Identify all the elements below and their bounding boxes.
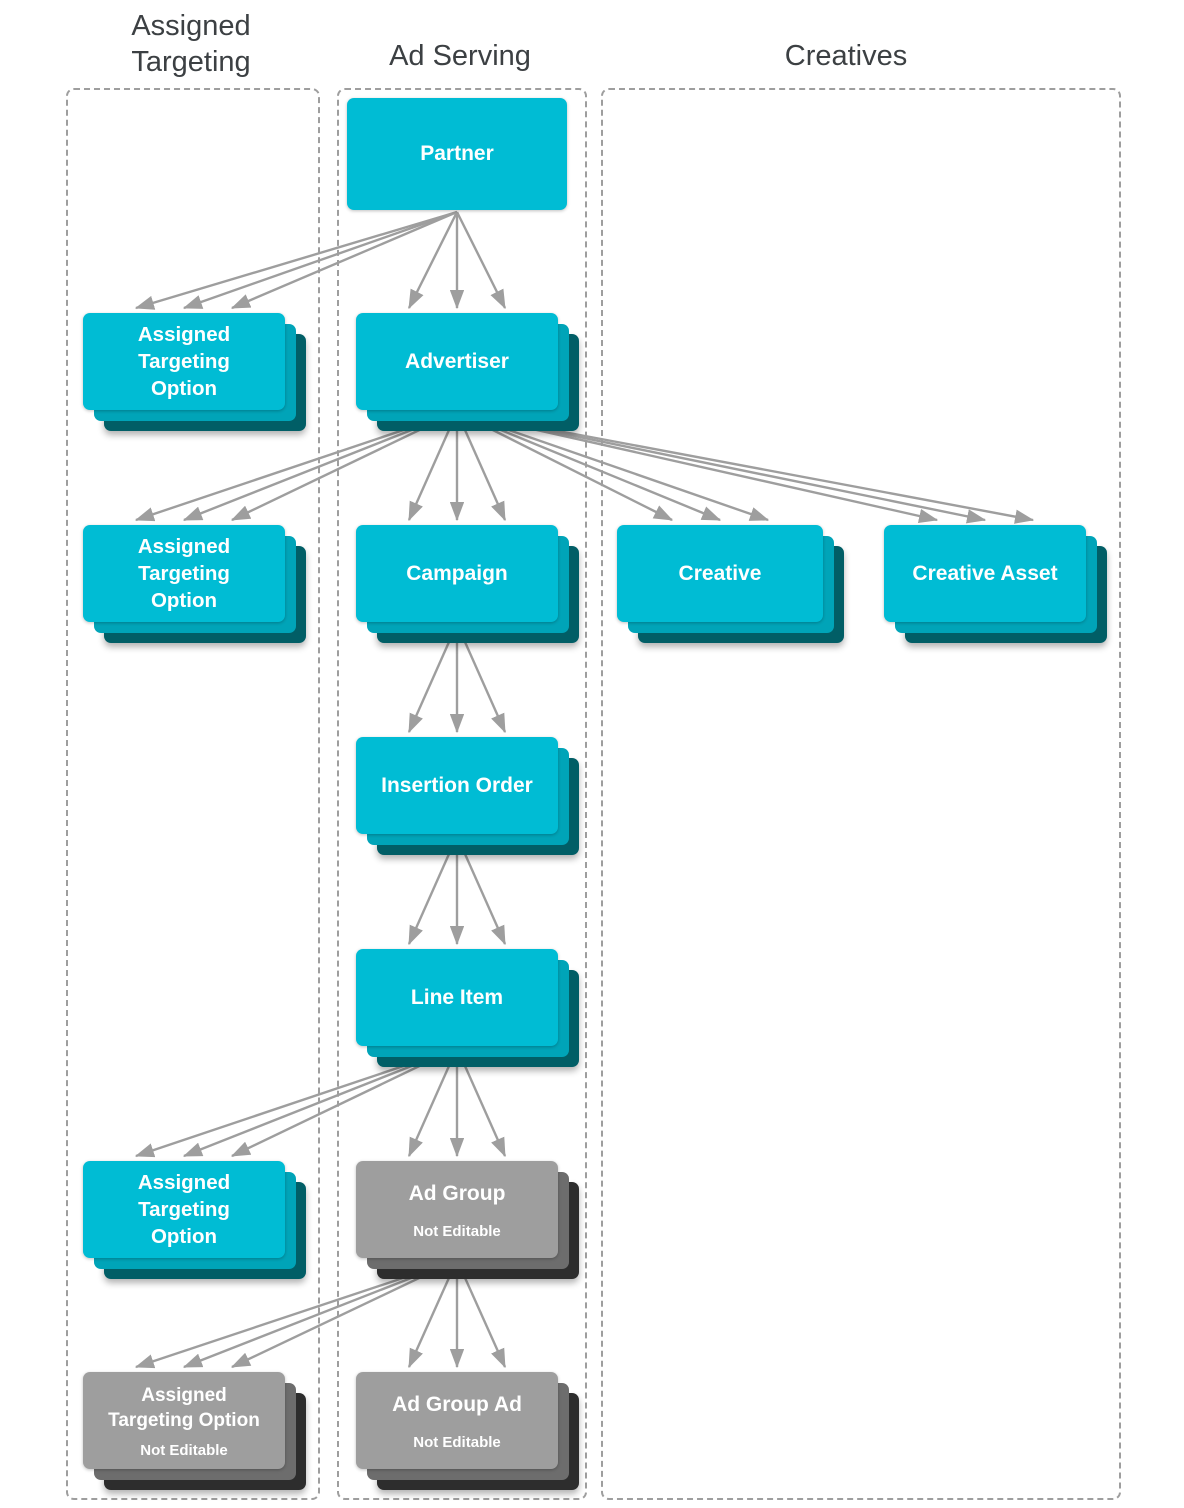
node-ad-group: Ad Group Not Editable — [356, 1161, 579, 1279]
node-box: Insertion Order — [356, 737, 558, 834]
node-ad-group-ad: Ad Group Ad Not Editable — [356, 1372, 579, 1490]
node-assigned-targeting-option-1: Assigned Targeting Option — [83, 313, 306, 431]
node-label: Ad Group — [408, 1182, 506, 1206]
node-label: Creative Asset — [912, 561, 1058, 585]
node-box: Assigned Targeting Option — [83, 313, 285, 410]
node-label: Assigned Targeting Option — [137, 534, 231, 613]
node-box: Ad Group Ad Not Editable — [356, 1372, 558, 1469]
node-sublabel: Not Editable — [413, 1222, 501, 1240]
node-box: Advertiser — [356, 313, 558, 410]
node-sublabel: Not Editable — [140, 1442, 228, 1460]
node-creative-asset: Creative Asset — [884, 525, 1107, 643]
node-label: Partner — [420, 142, 494, 166]
header-assigned-targeting-label: Assigned Targeting — [131, 10, 251, 79]
header-ad-serving: Ad Serving — [337, 38, 583, 74]
column-creatives — [601, 88, 1121, 1500]
header-ad-serving-label: Ad Serving — [389, 40, 531, 72]
node-insertion-order: Insertion Order — [356, 737, 579, 855]
node-label: Assigned Targeting Option — [137, 322, 231, 401]
node-assigned-targeting-option-2: Assigned Targeting Option — [83, 525, 306, 643]
node-creative: Creative — [617, 525, 844, 643]
node-assigned-targeting-option-3: Assigned Targeting Option — [83, 1161, 306, 1279]
header-assigned-targeting: Assigned Targeting — [66, 8, 316, 81]
node-label: Advertiser — [405, 349, 509, 373]
node-box: Partner — [347, 98, 567, 210]
node-sublabel: Not Editable — [413, 1433, 501, 1451]
node-label: Assigned Targeting Option — [108, 1384, 260, 1431]
node-box: Creative Asset — [884, 525, 1086, 622]
node-box: Assigned Targeting Option — [83, 1161, 285, 1258]
column-ad-serving — [337, 88, 587, 1500]
header-creatives: Creatives — [601, 38, 1091, 74]
node-box: Line Item — [356, 949, 558, 1046]
node-partner: Partner — [347, 98, 567, 210]
node-label: Assigned Targeting Option — [137, 1170, 231, 1249]
header-creatives-label: Creatives — [784, 40, 908, 72]
node-label: Creative — [678, 561, 762, 585]
node-line-item: Line Item — [356, 949, 579, 1067]
column-assigned-targeting — [66, 88, 320, 1500]
node-label: Campaign — [406, 561, 508, 585]
node-box: Assigned Targeting Option Not Editable — [83, 1372, 285, 1469]
node-label: Line Item — [410, 985, 504, 1009]
node-campaign: Campaign — [356, 525, 579, 643]
node-label: Ad Group Ad — [392, 1393, 522, 1417]
node-assigned-targeting-option-4: Assigned Targeting Option Not Editable — [83, 1372, 306, 1490]
node-box: Assigned Targeting Option — [83, 525, 285, 622]
node-box: Creative — [617, 525, 823, 622]
node-box: Campaign — [356, 525, 558, 622]
node-label: Insertion Order — [381, 773, 533, 797]
node-advertiser: Advertiser — [356, 313, 579, 431]
node-box: Ad Group Not Editable — [356, 1161, 558, 1258]
